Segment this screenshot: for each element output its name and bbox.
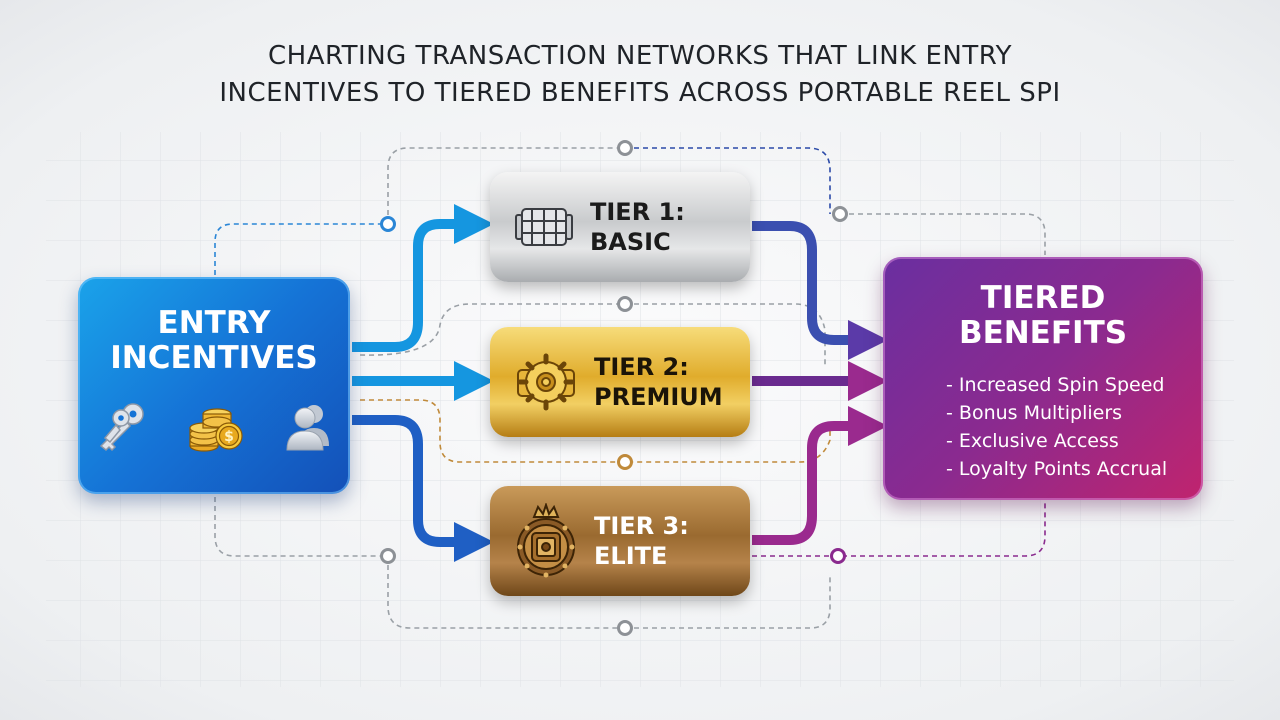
dashed-link [214, 497, 388, 557]
page-title: CHARTING TRANSACTION NETWORKS THAT LINK … [0, 38, 1280, 112]
dashed-link [360, 399, 831, 463]
dashed-link [625, 575, 831, 629]
tiered-benefits-box: TIERED BENEFITS Increased Spin Speed Bon… [883, 257, 1203, 500]
tier-2-label: TIER 2: PREMIUM [594, 352, 723, 412]
benefits-title-line-1: TIERED [980, 280, 1106, 316]
reel-icon [515, 208, 573, 246]
key-icon [99, 402, 144, 451]
tier-1-line-2: BASIC [590, 228, 671, 256]
node [617, 454, 633, 470]
benefit-item: Exclusive Access [946, 427, 1178, 455]
benefit-item: Increased Spin Speed [946, 371, 1178, 399]
node [617, 296, 633, 312]
arrow-entry-to-tier1 [352, 204, 494, 352]
arrow-tier1-to-benefits [752, 221, 888, 360]
benefit-list: Increased Spin Speed Bonus Multipliers E… [908, 371, 1178, 483]
arrow-tier3-to-benefits [752, 406, 888, 545]
tier-1-label: TIER 1: BASIC [590, 197, 685, 257]
tier-2-box: TIER 2: PREMIUM [490, 327, 750, 437]
dashed-link [752, 500, 1046, 557]
dashed-link [387, 147, 625, 224]
node [830, 548, 846, 564]
tier-3-box: TIER 3: ELITE [490, 486, 750, 596]
svg-text:$: $ [224, 429, 234, 445]
benefit-item: Loyalty Points Accrual [946, 455, 1178, 483]
tier-3-label: TIER 3: ELITE [594, 511, 689, 571]
coin-stack-icon: $ [189, 407, 243, 452]
crowned-reel-icon [517, 503, 575, 578]
node [380, 216, 396, 232]
tier-2-line-2: PREMIUM [594, 383, 723, 411]
dashed-link [387, 556, 625, 629]
node [832, 206, 848, 222]
tier-2-line-1: TIER 2: [594, 353, 689, 381]
tier-3-line-2: ELITE [594, 542, 668, 570]
arrow-entry-to-tier3 [352, 415, 494, 562]
title-line-2: INCENTIVES TO TIERED BENEFITS ACROSS POR… [219, 78, 1061, 108]
network-nodes [380, 140, 848, 636]
title-line-1: CHARTING TRANSACTION NETWORKS THAT LINK … [267, 41, 1013, 71]
dashed-link [840, 213, 1046, 255]
dashed-link [625, 147, 831, 214]
tier-3-line-1: TIER 3: [594, 512, 689, 540]
tier-1-line-1: TIER 1: [590, 198, 685, 226]
dashed-link [214, 223, 388, 275]
node [380, 548, 396, 564]
entry-incentives-box: ENTRY INCENTIVES [78, 277, 350, 494]
tier-1-box: TIER 1: BASIC [490, 172, 750, 282]
node [617, 620, 633, 636]
entry-icons: $ [93, 400, 335, 452]
benefit-item: Bonus Multipliers [946, 399, 1178, 427]
entry-incentives-title: ENTRY INCENTIVES [110, 304, 318, 376]
benefits-title-line-2: BENEFITS [958, 315, 1128, 351]
node [617, 140, 633, 156]
entry-title-line-1: ENTRY [157, 304, 271, 341]
gear-reel-icon [517, 353, 575, 411]
entry-title-line-2: INCENTIVES [110, 339, 318, 376]
user-icon [286, 404, 329, 450]
tiered-benefits-title: TIERED BENEFITS [959, 281, 1127, 351]
